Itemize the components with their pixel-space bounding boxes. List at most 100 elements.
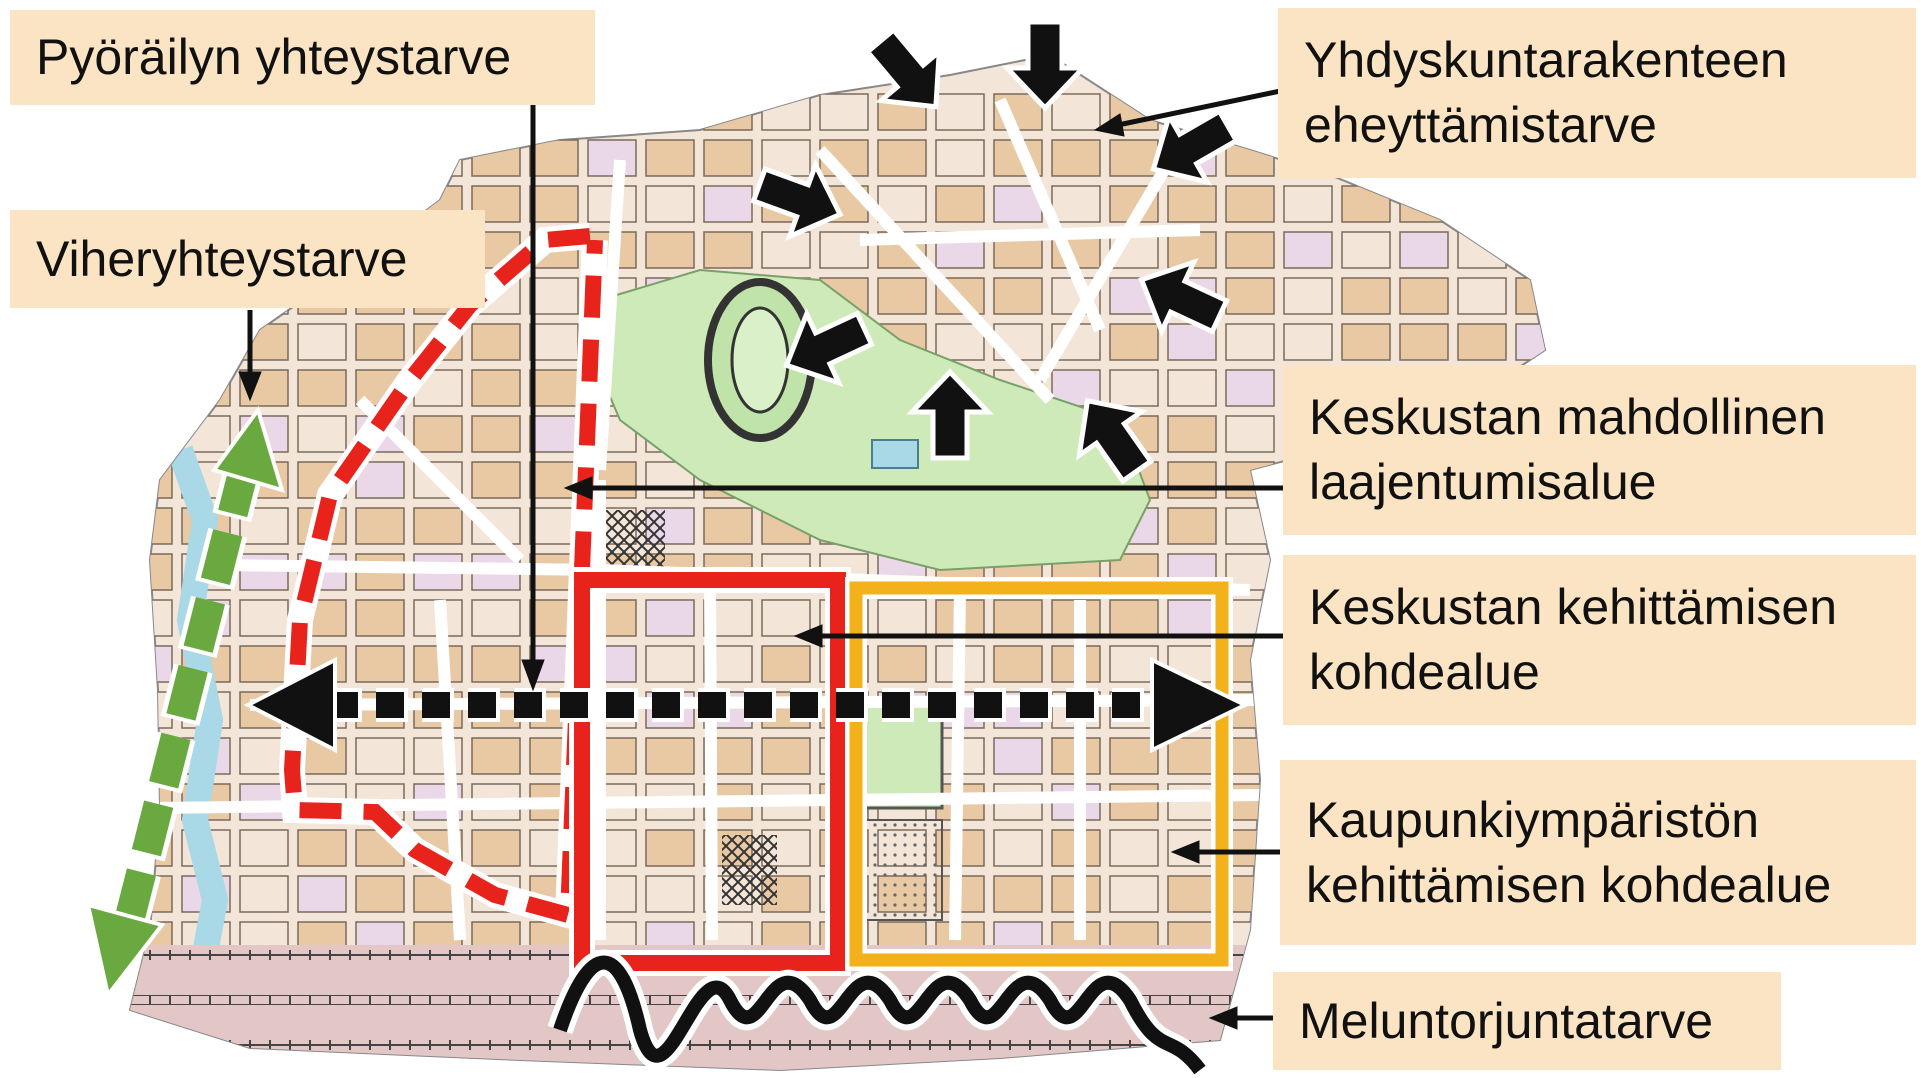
- label-green-connection: Viheryhteystarve: [10, 210, 485, 308]
- city-block: [1515, 231, 1545, 269]
- city-block: [355, 737, 405, 775]
- city-block: [1341, 323, 1391, 361]
- city-block: [355, 645, 405, 683]
- city-block: [355, 599, 405, 637]
- city-block: [1399, 185, 1449, 223]
- city-block: [529, 461, 579, 499]
- city-block: [993, 277, 1043, 315]
- city-block: [703, 139, 753, 177]
- city-block: [239, 323, 289, 361]
- city-block: [355, 139, 405, 177]
- pointer-arrows: [238, 87, 1290, 1030]
- city-block: [1167, 783, 1217, 821]
- pressure-arrows: [750, 19, 1240, 485]
- city-block: [1225, 599, 1275, 637]
- label-line: eheyttämistarve: [1304, 97, 1657, 153]
- city-block: [239, 599, 289, 637]
- city-block: [645, 645, 695, 683]
- city-block: [993, 737, 1043, 775]
- city-block: [1515, 323, 1545, 361]
- city-block: [471, 323, 521, 361]
- city-block: [529, 415, 579, 453]
- city-block: [413, 507, 463, 545]
- city-block: [993, 829, 1043, 867]
- city-block: [645, 139, 695, 177]
- city-block: [819, 93, 869, 131]
- city-block: [1341, 185, 1391, 223]
- label-noise-abatement: Meluntorjuntatarve: [1273, 972, 1781, 1070]
- city-block: [355, 875, 405, 913]
- city-block: [130, 323, 173, 361]
- city-block: [239, 507, 289, 545]
- city-block: [1167, 415, 1217, 453]
- city-block: [1515, 185, 1545, 223]
- urban-environment-area: [849, 581, 1229, 967]
- city-block: [761, 645, 811, 683]
- label-line: kohdealue: [1309, 644, 1540, 700]
- city-block: [1109, 599, 1159, 637]
- city-block: [181, 323, 231, 361]
- city-block: [645, 231, 695, 269]
- railway-tracks: [130, 1040, 1280, 1050]
- city-block: [1167, 369, 1217, 407]
- plaza: [861, 819, 943, 921]
- centre-development-area: [574, 572, 846, 971]
- city-block: [1399, 231, 1449, 269]
- label-line: Pyöräilyn yhteystarve: [36, 29, 512, 85]
- city-block: [1109, 369, 1159, 407]
- label-urban-structure-integration: Yhdyskuntarakenteen eheyttämistarve: [1278, 8, 1916, 178]
- label-urban-environment-area: Kaupunkiympäristön kehittämisen kohdealu…: [1280, 760, 1916, 945]
- city-block: [1167, 737, 1217, 775]
- city-block: [471, 369, 521, 407]
- city-block: [1399, 323, 1449, 361]
- city-block: [1225, 323, 1275, 361]
- pointer-arrow-icon: [521, 105, 545, 692]
- city-block: [529, 369, 579, 407]
- city-block: [1515, 277, 1545, 315]
- city-block: [1109, 829, 1159, 867]
- city-block: [1051, 139, 1101, 177]
- city-block: [935, 323, 985, 361]
- city-block: [1341, 231, 1391, 269]
- stadium-field: [730, 306, 790, 414]
- label-line: Meluntorjuntatarve: [1299, 992, 1714, 1049]
- city-block: [761, 231, 811, 269]
- city-block: [1341, 277, 1391, 315]
- city-block: [1283, 323, 1333, 361]
- city-block: [1283, 277, 1333, 315]
- label-line: Kaupunkiympäristön: [1306, 791, 1760, 848]
- city-block: [1225, 875, 1275, 913]
- pressure-arrow-icon: [1138, 257, 1230, 338]
- city-block: [703, 185, 753, 223]
- city-block: [130, 369, 173, 407]
- pressure-arrow-icon: [1150, 107, 1240, 186]
- pointer-arrow-icon: [1093, 87, 1286, 137]
- pond: [871, 439, 919, 469]
- city-block: [239, 875, 289, 913]
- city-block: [355, 507, 405, 545]
- city-block: [130, 139, 173, 177]
- green-link-arrow-icon: [85, 405, 285, 1000]
- city-block: [703, 231, 753, 269]
- city-block: [877, 139, 927, 177]
- city-block: [529, 139, 579, 177]
- city-block: [471, 139, 521, 177]
- label-line: laajentumisalue: [1309, 454, 1657, 510]
- pointer-arrow-icon: [238, 310, 262, 402]
- city-block: [130, 507, 173, 545]
- city-block: [471, 599, 521, 637]
- city-block: [130, 415, 173, 453]
- city-block: [935, 185, 985, 223]
- city-block: [993, 599, 1043, 637]
- city-block: [297, 829, 347, 867]
- expansion-area-outline: [283, 228, 603, 926]
- city-block: [1051, 93, 1101, 131]
- city-block: [993, 875, 1043, 913]
- city-block: [529, 277, 579, 315]
- city-block: [529, 507, 579, 545]
- city-block: [297, 323, 347, 361]
- city-block: [1167, 461, 1217, 499]
- pressure-arrow-icon: [864, 26, 943, 110]
